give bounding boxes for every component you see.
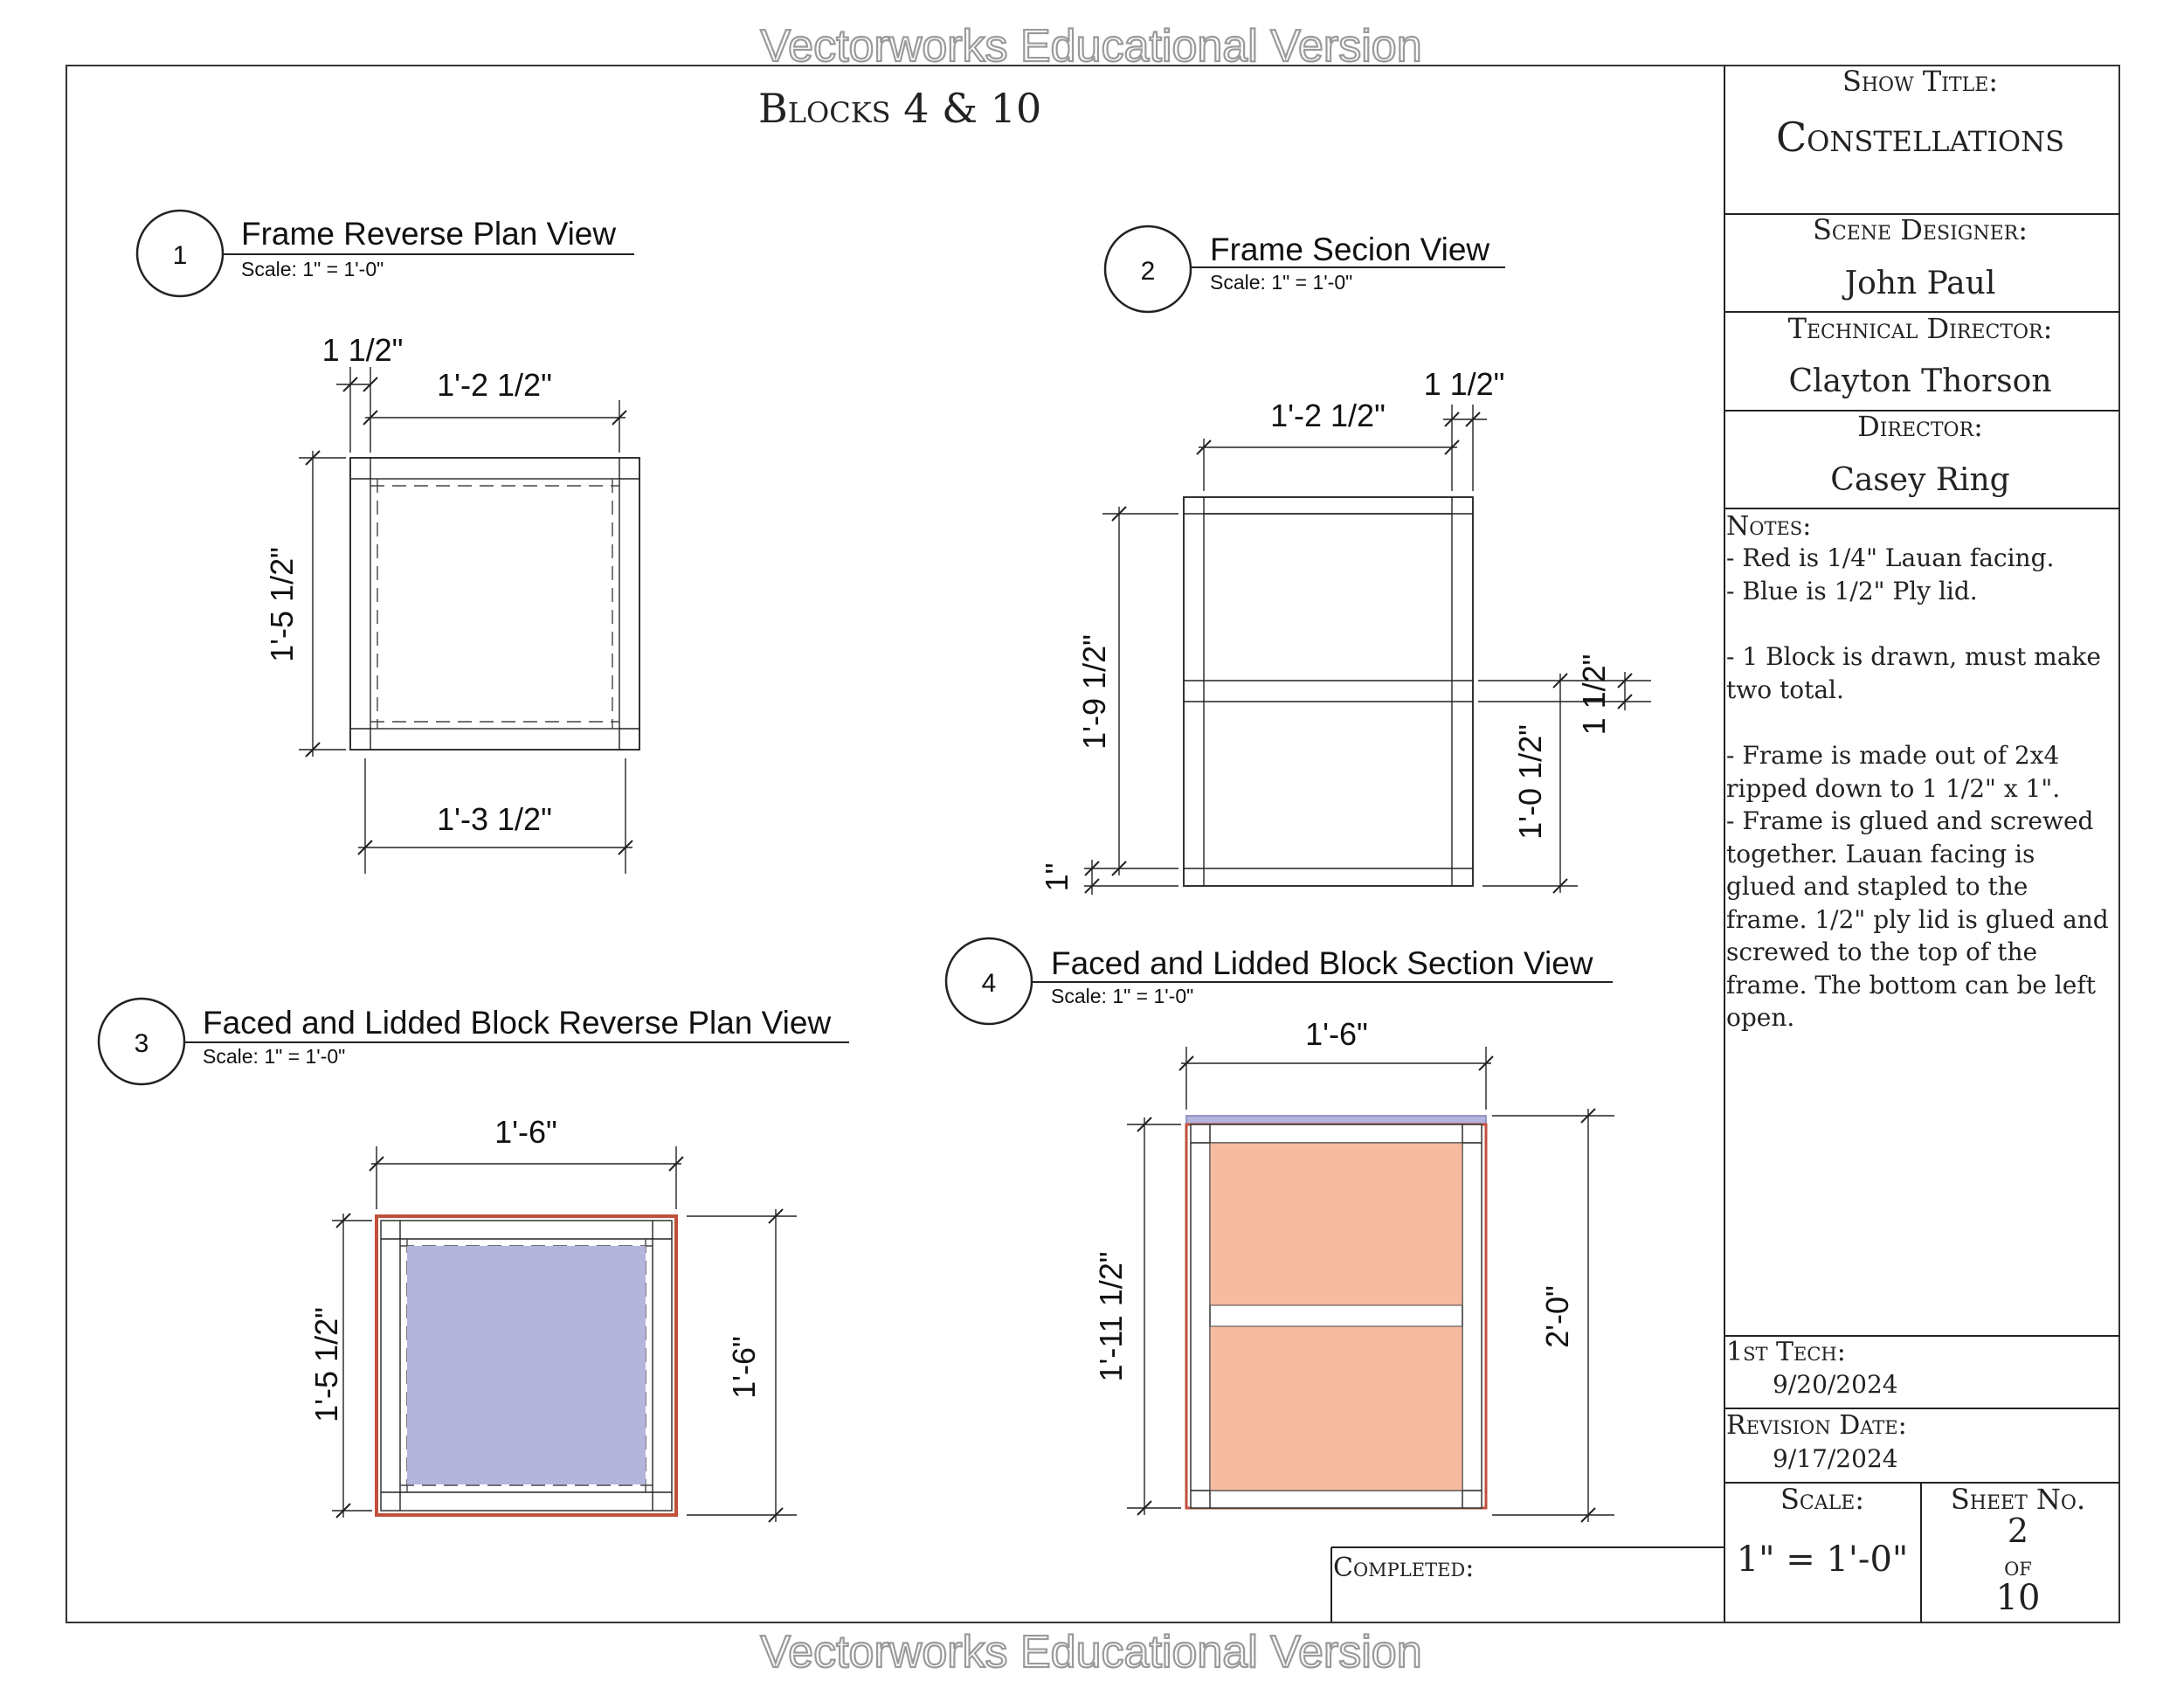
v1-frame-thickness-label: 1 1/2" <box>322 332 404 368</box>
notes-label: Notes: <box>1726 511 1811 542</box>
notes-list: - Red is 1/4" Lauan facing. - Blue is 1/… <box>1726 543 2109 1032</box>
view-3-scale: Scale: 1" = 1'-0" <box>203 1045 345 1068</box>
view-2: 2 Frame Secion View Scale: 1" = 1'-0" <box>1039 225 1651 895</box>
block-section-drawing <box>1185 1115 1488 1510</box>
v2-bottom-gap-label: 1" <box>1039 863 1075 892</box>
view-1-scale: Scale: 1" = 1'-0" <box>241 258 384 280</box>
completed-label: Completed: <box>1333 1553 1474 1583</box>
technical-director-label: Technical Director: <box>1788 312 2053 345</box>
view-4-number-bubble <box>944 937 1033 1026</box>
view-4-title: Faced and Lidded Block Section View <box>1051 945 1593 981</box>
sheet-of: of <box>2004 1552 2032 1582</box>
v2-frame-thickness-label: 1 1/2" <box>1424 366 1505 402</box>
v3-depth-left-label: 1'-5 1/2" <box>308 1307 344 1422</box>
v4-height-right-label: 2'-0" <box>1539 1285 1575 1348</box>
title-block: Show Title: Constellations Scene Designe… <box>1330 65 2119 1622</box>
ply-lid-fill <box>407 1246 646 1484</box>
frame-plan-drawing <box>349 457 640 751</box>
watermark-bottom: Vectorworks Educational Version <box>760 1627 1421 1678</box>
sheet-title: Blocks 4 & 10 <box>758 85 1041 132</box>
revision-date: 9/17/2024 <box>1773 1444 1898 1473</box>
view-3-number: 3 <box>135 1029 149 1058</box>
view-2-title: Frame Secion View <box>1210 232 1489 267</box>
view-4-dimensions <box>1127 1047 1614 1523</box>
note-line: - Frame is glued and screwed <box>1726 806 2094 835</box>
v1-depth-label: 1'-5 1/2" <box>264 547 300 662</box>
show-title: Constellations <box>1776 114 2064 161</box>
note-line: two total. <box>1726 675 1844 704</box>
note-line: ripped down to 1 1/2" x 1". <box>1726 774 2060 803</box>
note-line: screwed to the top of the <box>1726 937 2037 966</box>
v4-height-left-label: 1'-11 1/2" <box>1093 1251 1129 1381</box>
sheet-no-label: Sheet No. <box>1951 1483 2085 1516</box>
v4-width-label: 1'-6" <box>1305 1016 1368 1052</box>
view-1-number-bubble <box>135 209 225 298</box>
v2-height-label: 1'-9 1/2" <box>1076 634 1112 750</box>
view-1: 1 Frame Reverse Plan View Scale: 1" = 1'… <box>135 209 640 874</box>
view-2-number-bubble <box>1103 225 1192 314</box>
first-tech-date: 9/20/2024 <box>1773 1370 1898 1399</box>
sheet-border <box>66 65 2120 1623</box>
v1-overall-width-label: 1'-3 1/2" <box>437 801 552 837</box>
scale-value: 1" = 1'-0" <box>1737 1539 1909 1580</box>
watermark-top: Vectorworks Educational Version <box>760 21 1421 72</box>
note-line: - Red is 1/4" Lauan facing. <box>1726 543 2054 572</box>
view-2-dimensions <box>1084 405 1651 895</box>
note-line: - Blue is 1/2" Ply lid. <box>1726 577 1978 605</box>
v1-inner-width-label: 1'-2 1/2" <box>437 367 552 403</box>
v2-lower-opening-label: 1'-0 1/2" <box>1512 724 1548 840</box>
v3-width-label: 1'-6" <box>494 1114 557 1150</box>
scene-designer-label: Scene Designer: <box>1813 213 2028 246</box>
note-line: open. <box>1726 1003 1794 1032</box>
note-line: - Frame is made out of 2x4 <box>1726 741 2059 770</box>
v3-depth-right-label: 1'-6" <box>726 1336 762 1399</box>
view-4: 4 Faced and Lidded Block Section View Sc… <box>944 937 1614 1523</box>
first-tech-label: 1st Tech: <box>1726 1337 1846 1367</box>
show-title-label: Show Title: <box>1842 65 1998 98</box>
view-1-dimensions <box>299 367 633 874</box>
lauan-facing-lower <box>1209 1325 1463 1491</box>
v2-mid-rail-label: 1 1/2" <box>1576 654 1612 736</box>
block-plan-drawing <box>375 1214 678 1517</box>
frame-section-drawing <box>1183 496 1474 887</box>
note-line: frame. 1/2" ply lid is glued and <box>1726 905 2109 934</box>
revision-date-label: Revision Date: <box>1726 1410 1907 1441</box>
scale-label: Scale: <box>1780 1483 1864 1516</box>
note-line: together. Lauan facing is <box>1726 840 2035 868</box>
sheet-number: 2 <box>2008 1512 2028 1550</box>
view-1-number: 1 <box>173 241 188 270</box>
sheet-total: 10 <box>1996 1578 2041 1618</box>
note-line: glued and stapled to the <box>1726 872 2028 901</box>
director-label: Director: <box>1857 410 1983 443</box>
view-3: 3 Faced and Lidded Block Reverse Plan Vi… <box>97 997 849 1523</box>
view-3-title: Faced and Lidded Block Reverse Plan View <box>203 1005 831 1041</box>
view-4-scale: Scale: 1" = 1'-0" <box>1051 985 1193 1007</box>
v2-inner-width-label: 1'-2 1/2" <box>1270 398 1386 433</box>
scene-designer-name: John Paul <box>1842 266 1996 301</box>
lauan-facing-upper <box>1209 1142 1463 1306</box>
note-line: - 1 Block is drawn, must make <box>1726 642 2101 671</box>
technical-director-name: Clayton Thorson <box>1788 363 2051 399</box>
view-4-number: 4 <box>982 969 997 998</box>
director-name: Casey Ring <box>1830 462 2009 498</box>
view-3-number-bubble <box>97 997 186 1086</box>
view-3-dimensions <box>332 1146 797 1523</box>
note-line: frame. The bottom can be left <box>1726 971 2097 1000</box>
view-2-scale: Scale: 1" = 1'-0" <box>1210 271 1352 294</box>
view-2-number: 2 <box>1141 257 1156 286</box>
view-1-title: Frame Reverse Plan View <box>241 216 616 252</box>
